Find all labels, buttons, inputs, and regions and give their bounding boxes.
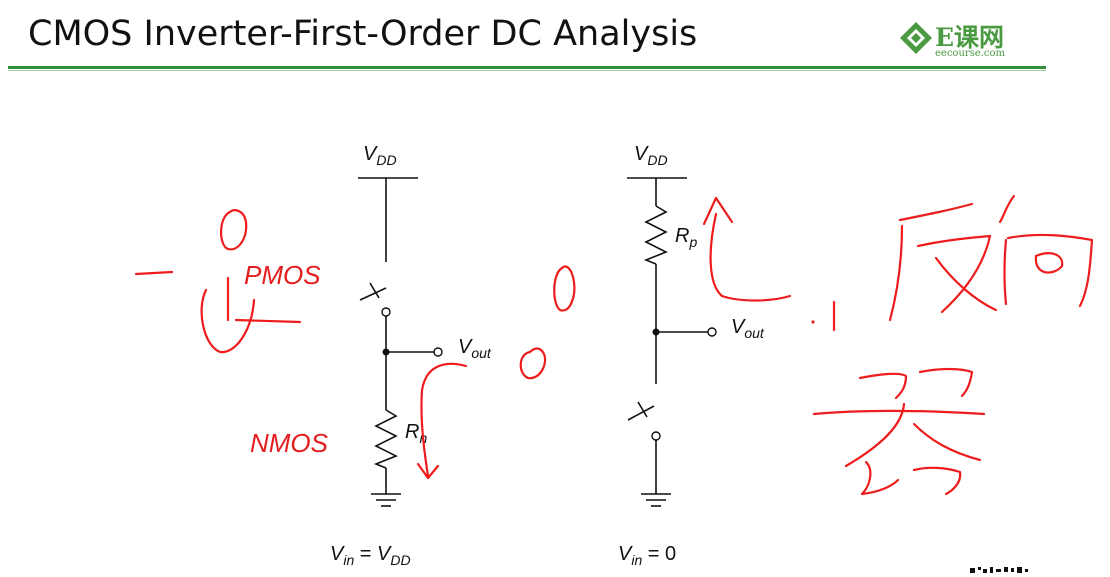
qr-code-icon: [970, 566, 1034, 577]
right-circuit: VDD Rp Vout Vin = 0: [618, 143, 765, 568]
right-condition-label: Vin = 0: [618, 543, 676, 568]
left-output-terminal: [433, 347, 443, 357]
pmos-annotation: PMOS: [244, 260, 321, 290]
right-vout-label: Vout: [731, 316, 765, 341]
left-resistor-rn: [373, 409, 398, 469]
right-resistor-rp: [643, 205, 668, 265]
logo-url: eecourse.com: [935, 48, 1006, 59]
left-switch-blade: [359, 287, 387, 301]
right-rp-label: Rp: [675, 225, 697, 250]
handwritten-ink: [134, 194, 1094, 496]
right-switch-blade: [627, 405, 655, 421]
slide-title: CMOS Inverter-First-Order DC Analysis: [28, 14, 698, 54]
right-vdd-label: VDD: [634, 143, 668, 168]
logo-name: E课网: [935, 23, 1005, 52]
nmos-annotation: NMOS: [250, 428, 329, 458]
left-vout-label: Vout: [458, 336, 492, 361]
left-circuit: VDD Vout Rn Vin = VDD: [330, 143, 492, 568]
title-divider-shadow: [8, 70, 1046, 71]
logo-diamond-icon: [900, 22, 932, 54]
right-switch-contact: [651, 431, 661, 441]
left-switch-contact: [381, 307, 391, 317]
title-divider: [8, 66, 1046, 69]
right-output-terminal: [707, 327, 717, 337]
left-vdd-label: VDD: [363, 143, 397, 168]
left-condition-label: Vin = VDD: [330, 543, 411, 568]
